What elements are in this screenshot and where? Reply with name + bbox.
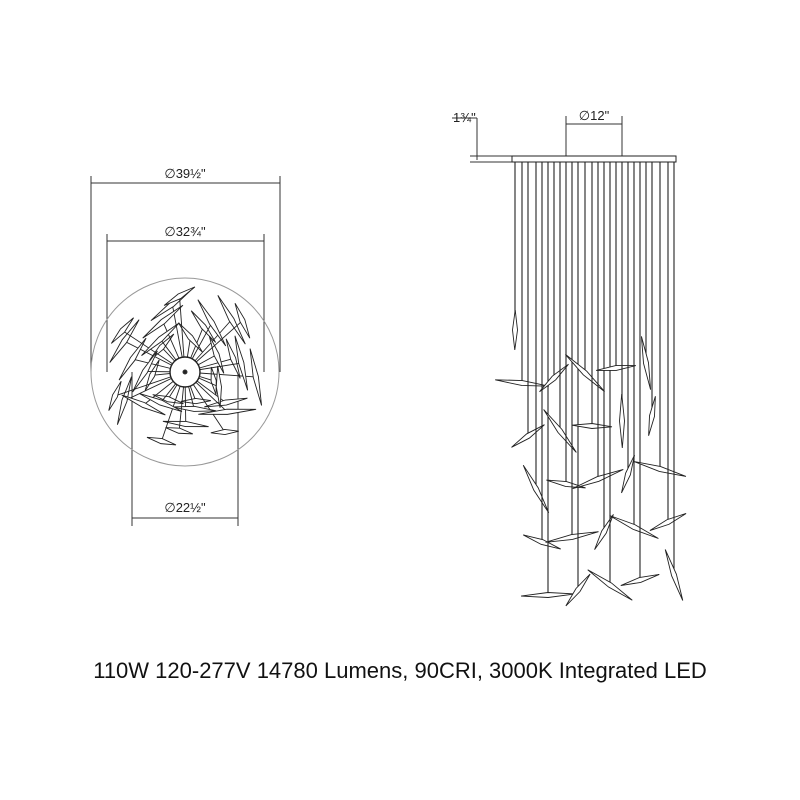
- pendant-rod: [633, 461, 687, 477]
- pendant-rod: [649, 513, 687, 531]
- inner-diameter-label: ∅22½": [164, 500, 206, 515]
- light-rod: [210, 428, 239, 436]
- light-rod: [210, 366, 217, 395]
- pendant-rod: [565, 573, 591, 607]
- light-rod: [108, 380, 122, 411]
- plan-view: [90, 176, 281, 526]
- light-rod: [190, 310, 217, 343]
- light-rod: [116, 376, 132, 425]
- pendant-rod: [640, 336, 652, 390]
- light-rod: [132, 350, 158, 393]
- pendant-rod: [609, 515, 659, 539]
- light-rod: [152, 394, 184, 405]
- light-rod: [163, 286, 196, 306]
- light-rod: [178, 322, 203, 353]
- light-rod: [204, 397, 248, 408]
- pendant-rod: [664, 549, 684, 601]
- middle-diameter-label: ∅32¾": [164, 224, 206, 239]
- light-rod: [109, 319, 140, 363]
- pendant-rod: [648, 396, 656, 436]
- light-rod: [162, 420, 209, 428]
- side-view: [452, 116, 687, 607]
- pendant-rod: [512, 309, 518, 351]
- spec-line: 110W 120-277V 14780 Lumens, 90CRI, 3000K…: [93, 658, 707, 683]
- canopy-height-label: 1¾": [453, 110, 476, 125]
- pendant-rod: [596, 365, 636, 371]
- pendant-rod: [565, 354, 605, 392]
- light-rod: [141, 322, 180, 356]
- pendant-rod: [520, 592, 576, 598]
- light-rod: [249, 348, 263, 406]
- light-rod: [234, 302, 251, 339]
- outer-diameter-label: ∅39½": [164, 166, 206, 181]
- pendant-rod: [539, 363, 569, 393]
- light-rod: [121, 394, 166, 416]
- light-rod: [234, 335, 249, 391]
- pendant-rod: [546, 479, 586, 489]
- light-rod: [142, 304, 184, 339]
- light-rod: [118, 337, 147, 381]
- pendant-rod: [594, 514, 614, 550]
- light-rod: [139, 393, 183, 412]
- pendant-rods: [495, 162, 687, 607]
- pendant-rod: [545, 531, 599, 543]
- pendant-rod: [572, 469, 624, 489]
- canopy-center-dot: [182, 369, 188, 375]
- pendant-rod: [495, 379, 549, 387]
- pendant-rod: [523, 534, 561, 550]
- light-rod: [165, 427, 193, 435]
- light-rod: [215, 365, 222, 408]
- pendant-rod: [620, 574, 660, 586]
- pendant-rod: [543, 409, 577, 453]
- light-rod: [217, 295, 246, 345]
- light-rod: [197, 299, 227, 347]
- light-rod: [146, 436, 177, 446]
- canopy-elevation: [511, 155, 677, 163]
- pendant-rod: [571, 423, 613, 429]
- pendant-rod: [587, 569, 633, 601]
- light-rod: [225, 338, 241, 379]
- light-rod: [144, 359, 160, 392]
- light-rod: [208, 335, 225, 374]
- light-rod: [198, 408, 257, 415]
- outer-envelope-circle: [90, 277, 280, 467]
- pendant-rod: [619, 393, 625, 449]
- canopy-diameter-label: ∅12": [579, 108, 610, 123]
- light-rod: [110, 317, 134, 344]
